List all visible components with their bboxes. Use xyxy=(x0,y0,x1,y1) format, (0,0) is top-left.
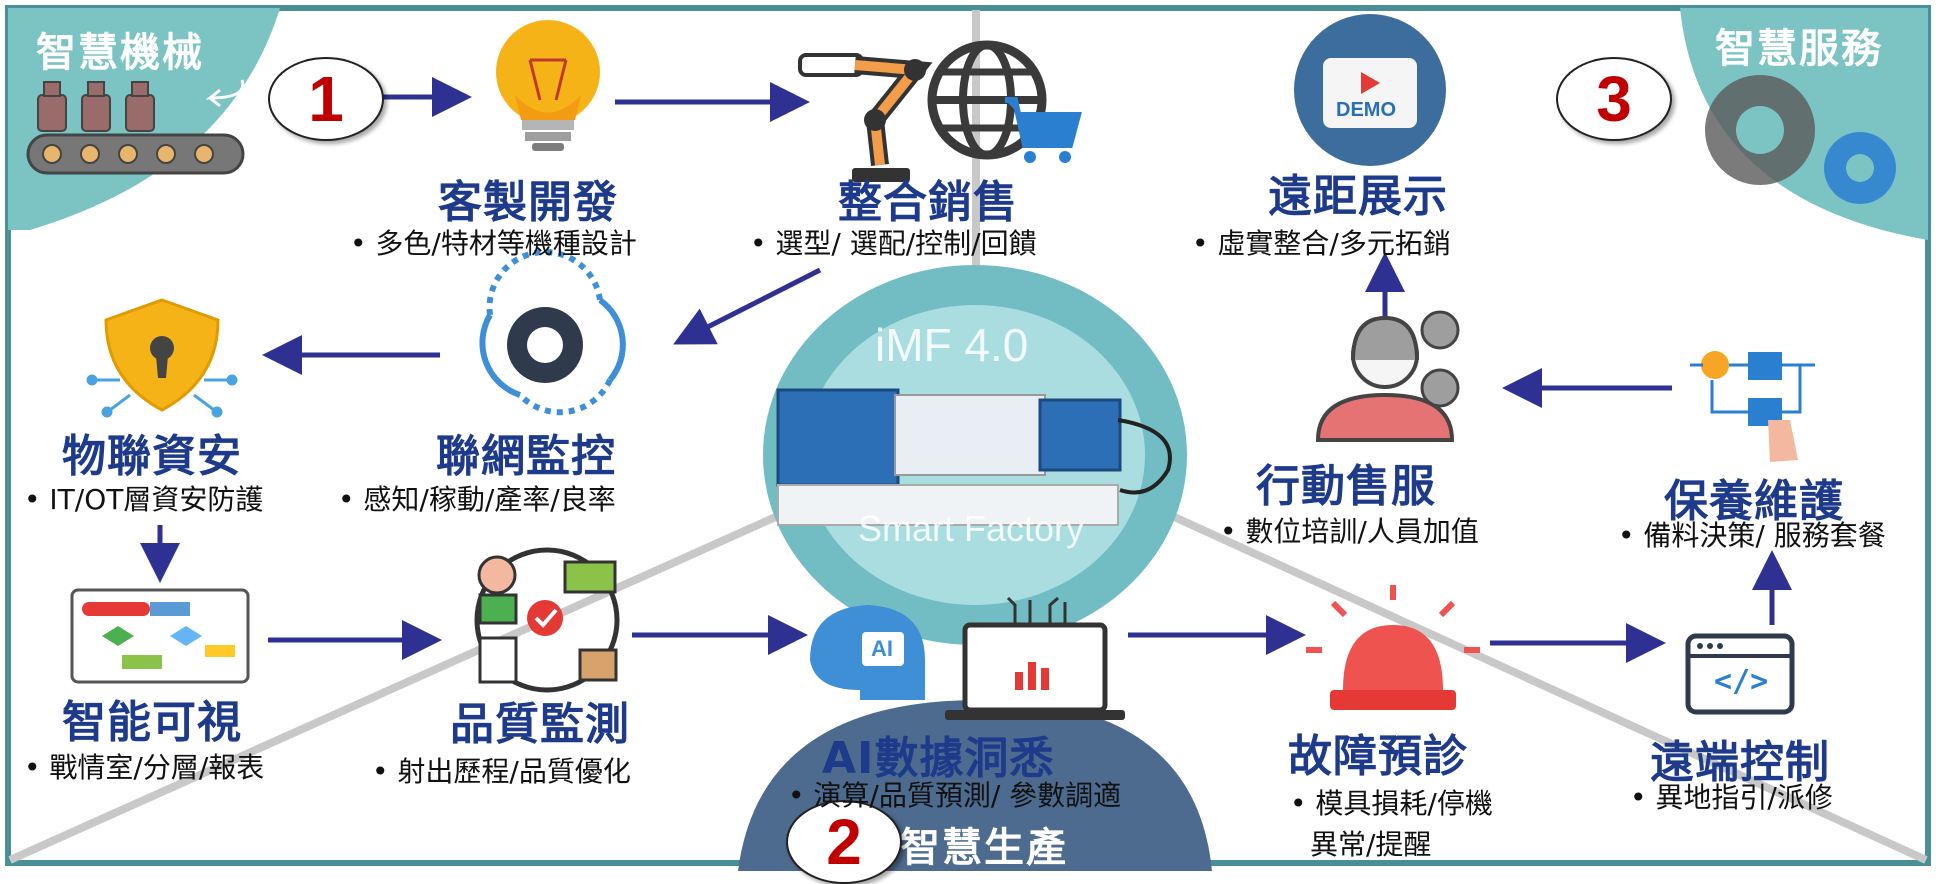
center-subtitle: Smart Factory xyxy=(858,508,1085,549)
step-number-3: 3 xyxy=(1556,57,1672,141)
node-desc-net-monitor: • 感知/稼動/產率/良率 xyxy=(338,483,616,516)
laptop-chart-icon xyxy=(945,596,1125,720)
shield-lock-icon xyxy=(86,298,238,418)
demo-label: DEMO xyxy=(1336,99,1396,121)
headset-agent-icon xyxy=(1315,310,1460,442)
node-title-mobile-service: 行動售服 xyxy=(1256,461,1436,512)
node-title-integrated-sales: 整合銷售 xyxy=(838,177,1018,228)
node-desc-smart-visual: • 戰情室/分層/報表 xyxy=(24,751,265,784)
node-title-remote-demo: 遠距展示 xyxy=(1268,171,1448,222)
node-desc-remote-demo: • 虛實整合/多元拓銷 xyxy=(1192,227,1451,260)
node-desc-iot-security: • IT/OT層資安防護 xyxy=(24,483,264,516)
node-title-maintenance: 保養維護 xyxy=(1664,476,1844,527)
node-title-custom-dev: 客製開發 xyxy=(438,177,618,228)
maintenance-flow-icon xyxy=(1690,351,1815,462)
injection-machine-image xyxy=(776,388,1172,526)
gears-service-icon xyxy=(1705,75,1896,204)
conveyor-icon xyxy=(26,79,245,175)
node-desc-integrated-sales: • 選型/ 選配/控制/回饋 xyxy=(750,227,1037,260)
node-title-quality-monitor: 品質監測 xyxy=(450,699,630,750)
node-desc-maintenance: • 備料決策/ 服務套餐 xyxy=(1618,519,1886,552)
node-desc-fault-predict-line1: • 模具損耗/停機 xyxy=(1290,787,1493,820)
node-title-iot-security: 物聯資安 xyxy=(62,431,242,482)
node-title-remote-control: 遠端控制 xyxy=(1650,737,1830,788)
corner-label-service: 智慧服務 xyxy=(1715,26,1883,72)
ai-chip-label: AI xyxy=(871,636,893,661)
node-desc-mobile-service: • 數位培訓/人員加值 xyxy=(1220,515,1479,548)
node-desc-ai-insight: • 演算/品質預測/ 參數調適 xyxy=(788,779,1122,812)
node-desc-remote-control: • 異地指引/派修 xyxy=(1630,781,1833,814)
step-number-1: 1 xyxy=(268,57,384,141)
node-desc-custom-dev: • 多色/特材等機種設計 xyxy=(350,227,637,260)
globe-cart-icon xyxy=(927,40,1082,163)
node-desc-fault-predict-line2: 異常/提醒 xyxy=(1310,828,1432,861)
corner-label-production: 智慧生產 xyxy=(900,825,1068,871)
robot-arm-icon xyxy=(798,53,933,182)
flow-arrows xyxy=(140,77,1792,663)
lightbulb-icon xyxy=(496,20,600,151)
siren-alarm-icon xyxy=(1306,585,1480,710)
code-window-icon xyxy=(1685,633,1795,715)
flowchart-icon xyxy=(70,588,250,684)
divider-left xyxy=(8,511,782,864)
corner-label-machinery: 智慧機械 xyxy=(36,30,204,76)
arrow-sales-to-monitor xyxy=(673,267,822,345)
quality-monitor-icon xyxy=(474,547,620,693)
node-desc-quality-monitor: • 射出歷程/品質優化 xyxy=(372,755,631,788)
demo-video-icon xyxy=(1294,14,1446,166)
node-title-smart-visual: 智能可視 xyxy=(62,697,242,748)
node-title-ai-insight: AI數據洞悉 xyxy=(822,733,1055,784)
ai-head-icon xyxy=(810,605,925,700)
node-title-fault-predict: 故障預診 xyxy=(1288,731,1468,782)
divider-right xyxy=(1168,511,1928,864)
node-title-net-monitor: 聯網監控 xyxy=(436,431,616,482)
center-title: iMF 4.0 xyxy=(875,319,1029,371)
gear-sync-icon xyxy=(479,249,626,416)
code-label: </> xyxy=(1714,664,1769,699)
